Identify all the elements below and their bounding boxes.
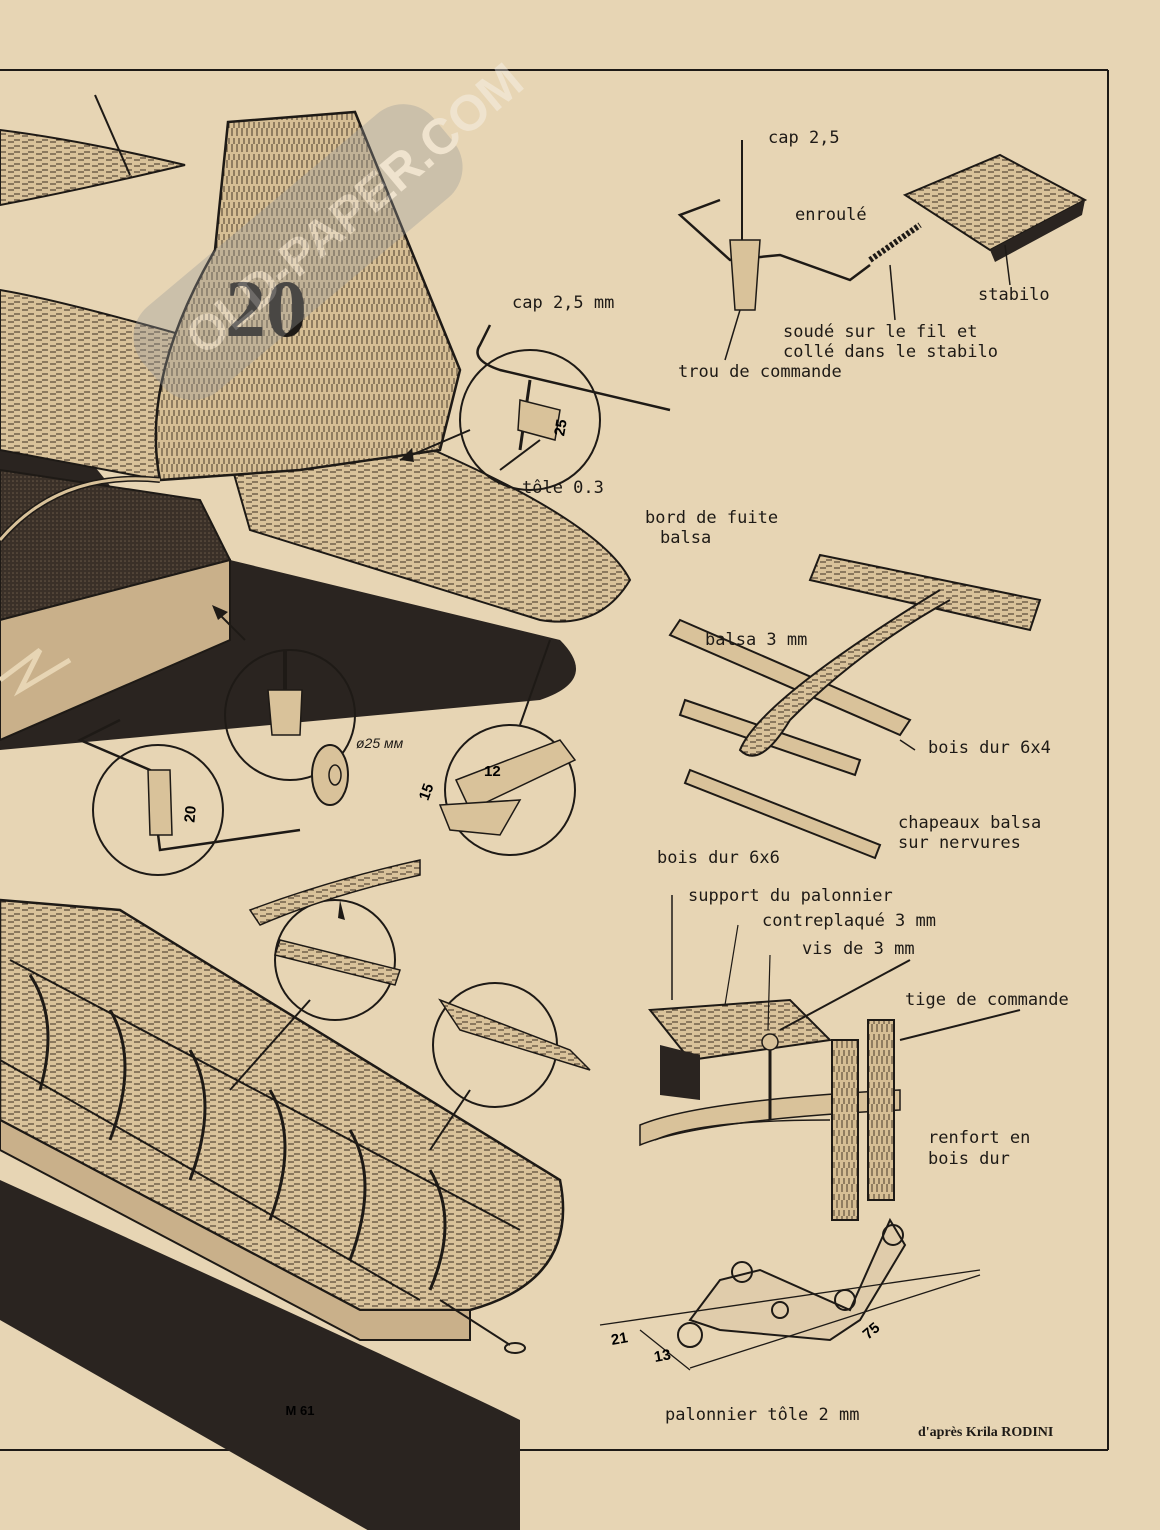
dim-12: 12 [484, 763, 501, 780]
detail-circle-tab: 15 12 [416, 639, 577, 856]
label-tole: tôle 0.3 [522, 478, 604, 498]
dim-13: 13 [653, 1346, 672, 1366]
detail-circle-horn: 20 [77, 718, 301, 876]
stabilo-detail [677, 140, 1088, 361]
detail-circle-wheel [212, 605, 356, 806]
detail-circle-hinge: 25 [459, 324, 671, 491]
page-frame [0, 69, 1109, 1451]
fuselage-illustration: 20 [0, 94, 632, 750]
dim-21: 21 [610, 1329, 629, 1349]
label-chapeaux-1: chapeaux balsa [898, 813, 1042, 833]
page-mark: M 61 [286, 1403, 315, 1418]
label-balsa3: balsa 3 mm [705, 630, 808, 650]
label-renfort-2: bois dur [928, 1149, 1010, 1169]
dim-15: 15 [416, 781, 438, 802]
label-cap-mm: cap 2,5 mm [512, 293, 615, 313]
label-wheel: ø25 мм [356, 735, 404, 751]
label-palonnier: palonnier tôle 2 mm [665, 1405, 860, 1425]
label-bois64: bois dur 6x4 [928, 738, 1051, 758]
elevator-frame-detail [668, 553, 1042, 860]
label-stabilo: stabilo [978, 285, 1050, 305]
label-bois66: bois dur 6x6 [657, 848, 780, 868]
label-enroule: enroulé [795, 205, 867, 225]
bellcrank-support-detail [639, 895, 1021, 1221]
credit-author: Krila RODINI [965, 1425, 1054, 1440]
dim-25: 25 [551, 418, 571, 437]
label-bord-1: bord de fuite [645, 508, 779, 528]
label-chapeaux-2: sur nervures [898, 833, 1021, 853]
label-vis: vis de 3 mm [802, 939, 915, 959]
label-bord-2: balsa [660, 528, 712, 548]
dim-75: 75 [860, 1319, 884, 1343]
label-support: support du palonnier [688, 886, 893, 906]
wing-structure-illustration: M 61 [0, 859, 591, 1530]
dim-20: 20 [181, 805, 199, 823]
label-soude-1: soudé sur le fil et [783, 322, 978, 342]
label-contre: contreplaqué 3 mm [762, 911, 936, 931]
label-trou: trou de commande [678, 362, 842, 382]
label-cap-top: cap 2,5 [768, 128, 840, 148]
credit-line: d'après Krila RODINI [918, 1425, 1053, 1441]
label-tige: tige de commande [905, 990, 1069, 1010]
tail-number: 20 [225, 263, 307, 354]
label-soude-2: collé dans le stabilo [783, 342, 998, 362]
credit-prefix: d'après [918, 1425, 963, 1440]
label-renfort-1: renfort en [928, 1128, 1031, 1148]
bellcrank-plate-detail: 21 13 75 [599, 1217, 981, 1371]
